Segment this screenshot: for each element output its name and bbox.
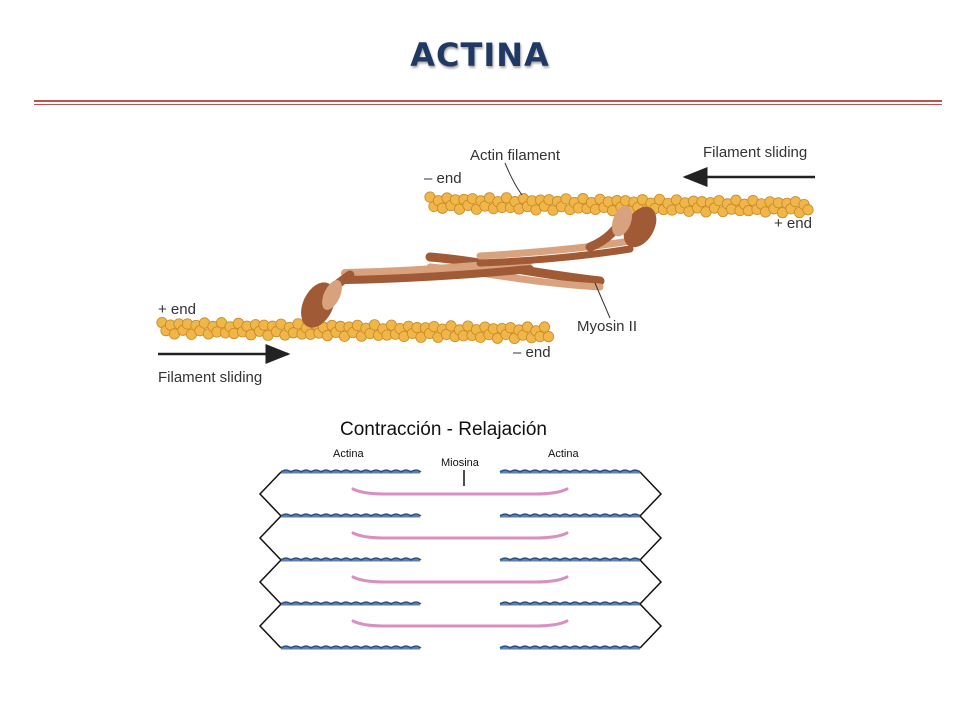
- page-title: ACTINA: [410, 36, 550, 74]
- filament-sliding-diagram: Actin filament Filament sliding – end + …: [156, 144, 815, 386]
- title-divider-thin: [34, 104, 942, 105]
- actin-thin-filament-twist: [280, 601, 422, 605]
- myosin-thick-filament: [351, 575, 569, 584]
- actin-top-bead: [802, 204, 814, 216]
- actin-thin-filament-twist: [499, 513, 641, 517]
- actina-label-right: Actina: [548, 448, 579, 460]
- sarcomere-filaments: [280, 469, 641, 650]
- plus-end-label-bottom: + end: [158, 301, 196, 318]
- myosin-ii: [301, 205, 657, 328]
- actin-thin-filament-twist: [280, 557, 422, 561]
- myosin-leader: [594, 282, 611, 319]
- z-line-right: [638, 471, 663, 649]
- actina-label-left: Actina: [333, 448, 364, 460]
- actin-thin-filament-twist: [499, 469, 641, 473]
- filament-sliding-label-top: Filament sliding: [703, 144, 807, 161]
- actin-filament-bottom: [156, 316, 555, 344]
- actin-thin-filament-twist: [499, 557, 641, 561]
- minus-end-label-top: – end: [424, 170, 462, 187]
- myosin-label: Myosin II: [577, 318, 637, 335]
- myosin-thick-filament: [351, 531, 569, 540]
- actin-filament-label: Actin filament: [470, 147, 561, 164]
- actin-bottom-bead: [538, 321, 551, 333]
- miosina-label: Miosina: [441, 457, 480, 469]
- actin-thin-filament-twist: [280, 513, 422, 517]
- z-line-left: [258, 471, 283, 649]
- actin-thin-filament-twist: [280, 645, 422, 649]
- sarcomere-diagram: Contracción - Relajación Actina Actina M…: [258, 419, 663, 650]
- minus-end-label-bottom: – end: [513, 344, 551, 361]
- actin-thin-filament-twist: [280, 469, 422, 473]
- actin-thin-filament-twist: [499, 645, 641, 649]
- filament-sliding-label-bottom: Filament sliding: [158, 369, 262, 386]
- actin-thin-filament-twist: [499, 601, 641, 605]
- myosin-thick-filament: [351, 487, 569, 496]
- myosin-thick-filament: [351, 619, 569, 628]
- actin-bottom-bead: [542, 331, 555, 343]
- sarcomere-title: Contracción - Relajación: [340, 419, 547, 440]
- title-divider: [34, 100, 942, 102]
- plus-end-label-top: + end: [774, 215, 812, 232]
- actin-filament-leader: [504, 162, 523, 196]
